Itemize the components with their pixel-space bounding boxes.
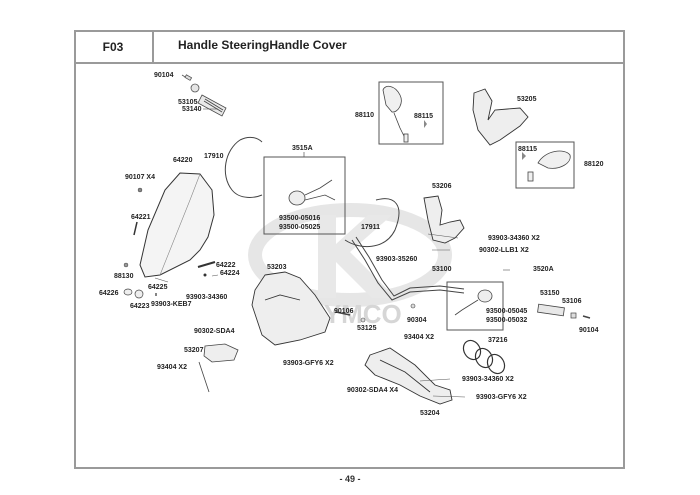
page-number: - 49 - xyxy=(339,474,361,484)
box-88110 xyxy=(378,81,444,145)
callout-53203: 53203 xyxy=(267,264,287,271)
callout-93903-GFY6-right: 93903-GFY6 X2 xyxy=(476,394,527,401)
callout-88115: 88115 xyxy=(414,113,434,120)
callout-64224: 64224 xyxy=(220,270,240,277)
callout-53106: 53106 xyxy=(562,298,582,305)
callout-88110: 88110 xyxy=(355,112,375,119)
callout-93500-05016: 93500-05016 xyxy=(279,215,321,222)
part-53125 xyxy=(360,317,366,323)
callout-90106: 90106 xyxy=(334,308,354,315)
callout-88120: 88120 xyxy=(584,161,604,168)
nut-88115-left xyxy=(424,120,427,128)
bracket-64222 xyxy=(197,261,216,268)
switch-3520A xyxy=(454,289,493,316)
mirror-88110 xyxy=(382,85,409,143)
callout-3520A: 3520A xyxy=(533,266,554,273)
callout-93404-mid: 93404 X2 xyxy=(404,334,434,341)
callout-93903-34360-x2: 93903-34360 X2 xyxy=(488,235,540,242)
callout-93903-KEB7: 93903-KEB7 xyxy=(151,301,192,308)
callout-90104-right: 90104 xyxy=(579,327,599,334)
grip-53150 xyxy=(537,303,565,317)
inner-cover-53206 xyxy=(423,195,465,244)
callout-88130: 88130 xyxy=(114,273,134,280)
callout-53204: 53204 xyxy=(420,410,440,417)
cover-53205 xyxy=(472,88,529,146)
callout-90104: 90104 xyxy=(154,72,174,79)
box-3515A xyxy=(263,156,346,235)
page-frame xyxy=(74,30,625,469)
part-64224 xyxy=(203,273,207,277)
nut-88115-right xyxy=(522,152,526,160)
callout-53100: 53100 xyxy=(432,266,452,273)
callout-90304: 90304 xyxy=(407,317,427,324)
windshield-64220 xyxy=(139,172,215,278)
end-cap-53106 xyxy=(570,312,577,319)
header-separator xyxy=(74,62,625,64)
lower-cover-53204 xyxy=(364,347,453,405)
screw-93404-left xyxy=(198,361,210,393)
section-code: F03 xyxy=(74,30,154,64)
end-cap-53105 xyxy=(190,83,200,93)
callout-93404-left: 93404 X2 xyxy=(157,364,187,371)
callout-3515A: 3515A xyxy=(292,145,313,152)
callout-93500-05025: 93500-05025 xyxy=(279,224,321,231)
gasket-37216 xyxy=(462,339,506,375)
cover-53207 xyxy=(203,343,239,363)
callout-64221: 64221 xyxy=(131,214,151,221)
meter-cover-53203 xyxy=(251,271,331,346)
callout-53205: 53205 xyxy=(517,96,537,103)
callout-64220: 64220 xyxy=(173,157,193,164)
cable-17911 xyxy=(344,198,400,248)
callout-90107: 90107 X4 xyxy=(125,174,155,181)
callout-93903-GFY6-left: 93903-GFY6 X2 xyxy=(283,360,334,367)
callout-17911: 17911 xyxy=(361,224,381,231)
part-64226 xyxy=(123,288,133,296)
part-90304 xyxy=(410,303,416,309)
callout-93903-34360: 93903-34360 xyxy=(186,294,228,301)
page-title: Handle SteeringHandle Cover xyxy=(178,38,347,52)
callout-64222: 64222 xyxy=(216,262,236,269)
mirror-88120 xyxy=(527,150,571,182)
callout-93500-05032: 93500-05032 xyxy=(486,317,528,324)
handlebar-53100 xyxy=(351,236,465,301)
switch-3515A xyxy=(288,179,336,206)
bolt-90104-right xyxy=(582,315,591,319)
callout-90302-LLB1: 90302-LLB1 X2 xyxy=(479,247,529,254)
callout-93903-34360-x2-bottom: 93903-34360 X2 xyxy=(462,376,514,383)
screw-90107 xyxy=(137,187,143,193)
callout-64223: 64223 xyxy=(130,303,150,310)
callout-64225: 64225 xyxy=(148,284,168,291)
part-88130 xyxy=(123,262,129,268)
callout-90302-SDA4-X4: 90302-SDA4 X4 xyxy=(347,387,398,394)
bolt-64221 xyxy=(133,221,138,236)
callout-17910: 17910 xyxy=(204,153,224,160)
callout-88115: 88115 xyxy=(518,146,538,153)
callout-90302-SDA4: 90302-SDA4 xyxy=(194,328,235,335)
callout-53125: 53125 xyxy=(357,325,377,332)
box-88120 xyxy=(515,141,575,189)
callout-53206: 53206 xyxy=(432,183,452,190)
box-3520A xyxy=(446,281,504,331)
callout-53140: 53140 xyxy=(182,106,202,113)
leader-lines xyxy=(154,233,510,398)
callout-53207: 53207 xyxy=(184,347,204,354)
watermark-logo xyxy=(248,203,452,307)
bolt-90106 xyxy=(335,311,351,316)
cable-17910 xyxy=(224,139,263,198)
callout-53150: 53150 xyxy=(540,290,560,297)
callout-64226: 64226 xyxy=(99,290,119,297)
grip-53140 xyxy=(197,94,227,117)
bolt-90104-top xyxy=(181,74,193,81)
part-64223 xyxy=(134,289,144,299)
callout-37216: 37216 xyxy=(488,337,508,344)
callout-53105: 53105 xyxy=(178,99,198,106)
callout-93500-05045: 93500-05045 xyxy=(486,308,528,315)
callout-93903-35260: 93903-35260 xyxy=(376,256,418,263)
